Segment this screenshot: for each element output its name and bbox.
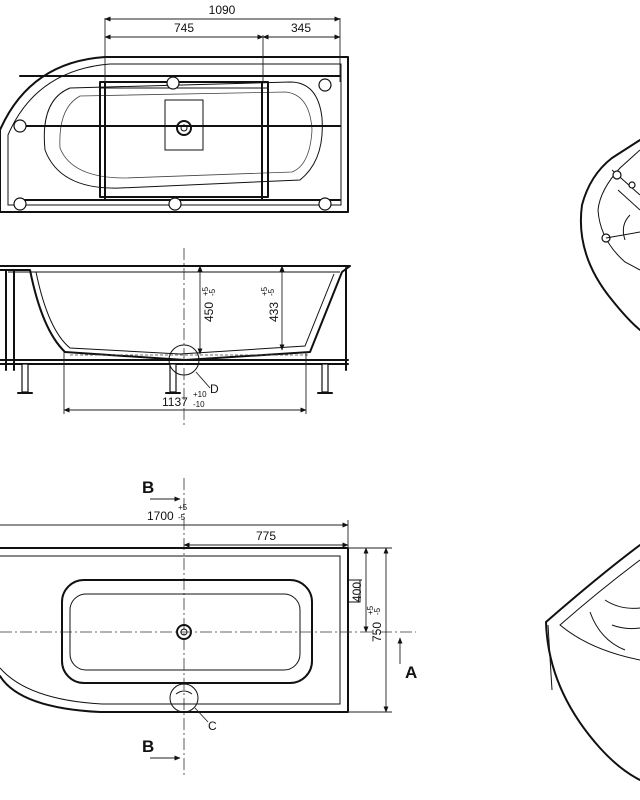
top-view-outer-rim xyxy=(0,56,349,213)
dim-750: 750 xyxy=(370,622,384,642)
dim-745: 745 xyxy=(174,21,194,35)
svg-text:-5: -5 xyxy=(178,513,186,522)
top-view-drain-plate xyxy=(164,99,204,151)
dim-1700: 1700 xyxy=(147,509,174,523)
svg-text:+5: +5 xyxy=(260,286,269,296)
svg-text:+10: +10 xyxy=(193,390,207,399)
perspective-view-frame xyxy=(579,139,640,331)
dim-400: 400 xyxy=(350,582,364,602)
top-view-feet xyxy=(13,76,332,211)
svg-text:+5: +5 xyxy=(366,605,375,615)
section-label-a: A xyxy=(405,663,417,682)
svg-text:+5: +5 xyxy=(178,503,188,512)
svg-text:+5: +5 xyxy=(201,286,210,296)
plan-view-overflow-mark: C xyxy=(208,719,217,733)
plan-view-overflow-detail xyxy=(169,683,199,713)
top-view-inner-rim xyxy=(7,63,342,206)
plan-view: B B A C 1700 +5 -5 775 xyxy=(0,478,417,775)
svg-text:-10: -10 xyxy=(193,400,205,409)
dim-1137: 1137 xyxy=(162,395,188,409)
perspective-view-bath xyxy=(545,544,640,781)
svg-text:-5: -5 xyxy=(373,607,382,615)
top-view-drain xyxy=(176,120,192,136)
plan-view-outer-shell xyxy=(0,547,349,713)
plan-view-basin-outer xyxy=(61,579,313,684)
side-view: D 450 +5 -5 433 +5 -5 1137 +10 -10 xyxy=(0,248,351,428)
section-label-b-top: B xyxy=(142,478,154,497)
section-label-b-bottom: B xyxy=(142,737,154,756)
side-view-shell xyxy=(0,265,351,361)
svg-text:-5: -5 xyxy=(208,288,217,296)
dim-433: 433 xyxy=(267,302,281,322)
side-view-legs xyxy=(17,363,333,394)
top-view: 1090 745 345 xyxy=(0,3,349,213)
svg-text:-5: -5 xyxy=(267,288,276,296)
top-view-frame xyxy=(99,81,269,198)
dim-450: 450 xyxy=(202,302,216,322)
dim-345: 345 xyxy=(291,21,311,35)
side-view-drain-mark: D xyxy=(210,382,219,396)
dim-775: 775 xyxy=(256,529,276,543)
dim-1090: 1090 xyxy=(209,3,236,17)
